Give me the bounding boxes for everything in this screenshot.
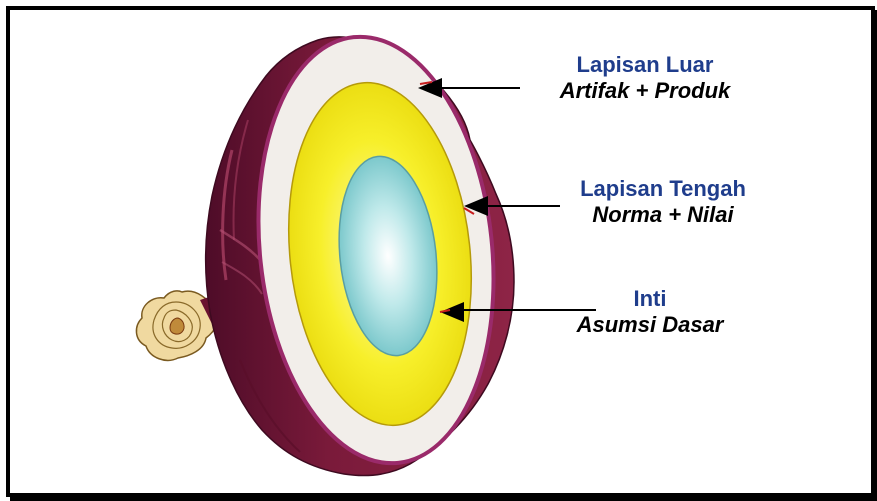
label-outer-title: Lapisan Luar (530, 52, 760, 78)
label-core-title: Inti (535, 286, 765, 312)
label-core-subtitle: Asumsi Dasar (535, 312, 765, 338)
label-middle-layer: Lapisan Tengah Norma + Nilai (548, 176, 778, 229)
label-core-layer: Inti Asumsi Dasar (535, 286, 765, 339)
onion-cross-section-icon (206, 25, 514, 475)
label-middle-title: Lapisan Tengah (548, 176, 778, 202)
label-outer-subtitle: Artifak + Produk (530, 78, 760, 104)
label-outer-layer: Lapisan Luar Artifak + Produk (530, 52, 760, 105)
label-middle-subtitle: Norma + Nilai (548, 202, 778, 228)
